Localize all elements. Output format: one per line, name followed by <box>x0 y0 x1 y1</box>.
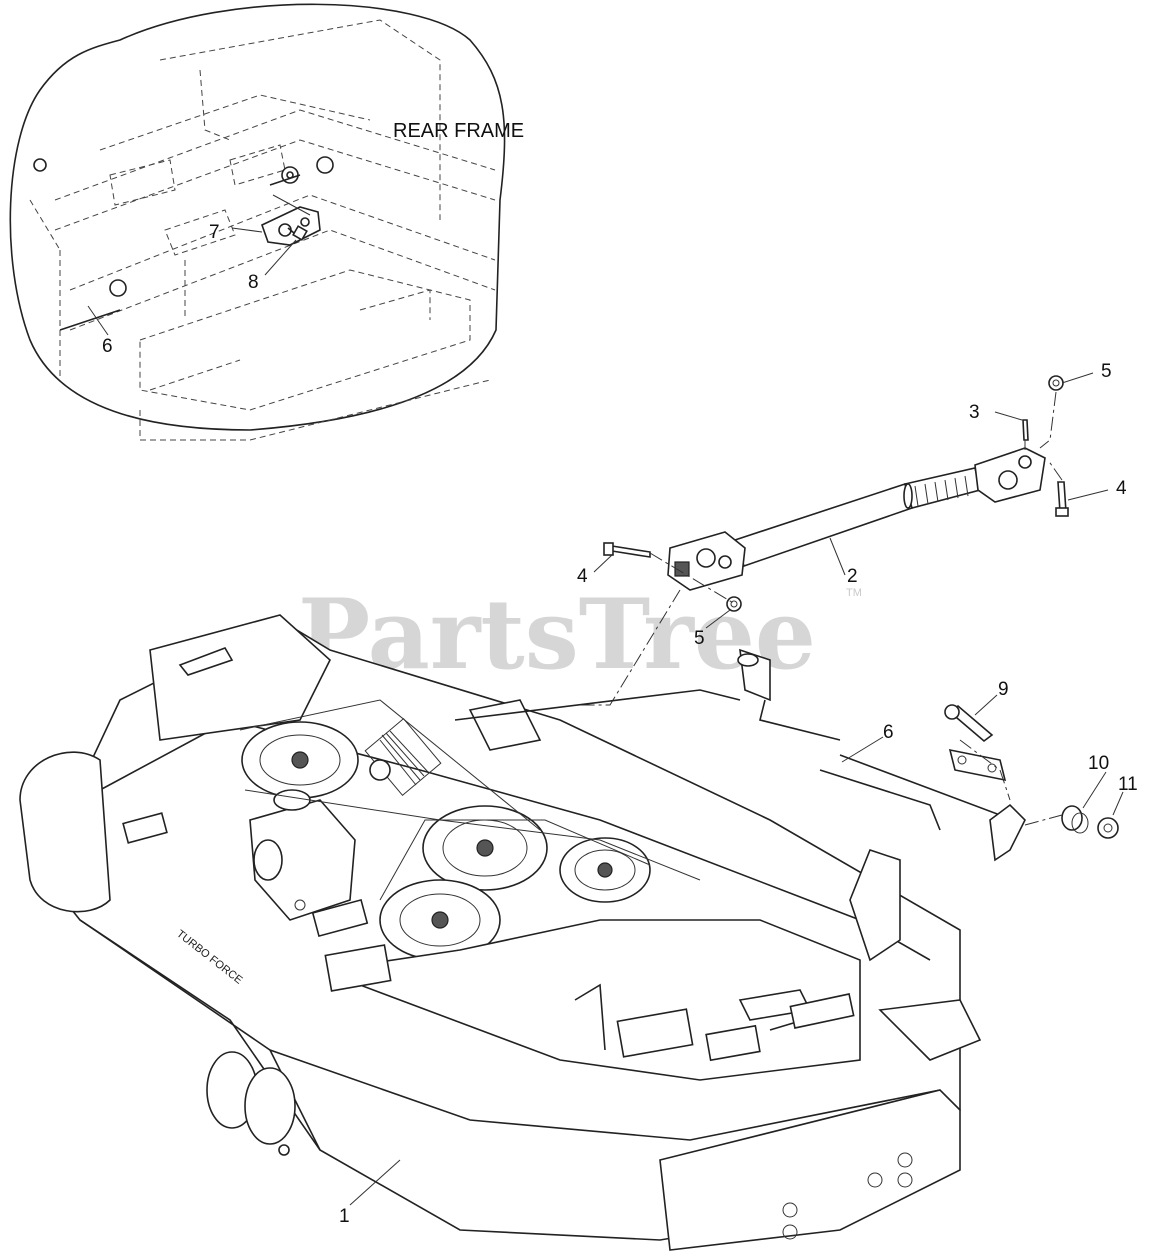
callout-10: 10 <box>1088 753 1109 774</box>
pivot-fitting <box>269 166 301 186</box>
callout-6b: 6 <box>883 722 894 743</box>
callout-7: 7 <box>209 222 220 243</box>
nut-rear <box>1048 375 1064 391</box>
universal-joint-rear <box>974 447 1046 503</box>
nut-front <box>726 596 742 612</box>
callout-2: 2 <box>847 566 858 587</box>
inset-bolt <box>287 225 308 241</box>
rear-bracket <box>261 206 321 246</box>
idler-pulley <box>379 879 501 961</box>
callout-labels: 1 2 3 4 4 5 5 6 6 7 8 9 10 11 <box>102 222 1138 1227</box>
hex-nut <box>1097 817 1119 839</box>
rear-hook <box>989 803 1026 862</box>
spindle-pulley-center <box>422 805 548 891</box>
callout-8: 8 <box>248 272 259 293</box>
callout-6a: 6 <box>102 336 113 357</box>
roll-pin <box>1022 419 1029 441</box>
rear-frame-title: REAR FRAME <box>393 120 524 142</box>
drive-shaft <box>733 467 981 568</box>
leader-lines <box>349 372 1124 1206</box>
callout-11: 11 <box>1118 774 1138 795</box>
mower-deck: TURBO FORCE <box>19 614 982 1251</box>
callout-4b: 4 <box>1116 478 1127 499</box>
gearbox <box>249 789 356 921</box>
rear-frame-inset <box>9 3 506 441</box>
bolt-front <box>603 542 651 558</box>
anti-scalp-wheels <box>206 1051 296 1156</box>
callout-3: 3 <box>969 402 980 423</box>
callout-5b: 5 <box>1101 361 1112 382</box>
callout-5a: 5 <box>694 628 705 649</box>
hitch-link <box>948 748 1007 782</box>
bolt-rear <box>1055 481 1069 517</box>
spindle-pulley-left <box>241 721 359 799</box>
callout-9: 9 <box>998 679 1009 700</box>
callout-4a: 4 <box>577 566 588 587</box>
watermark-trademark: TM <box>846 587 862 599</box>
hitch-pin <box>944 704 994 743</box>
bushing <box>1061 805 1089 834</box>
callout-1: 1 <box>339 1206 350 1227</box>
spindle-pulley-right <box>559 837 651 903</box>
